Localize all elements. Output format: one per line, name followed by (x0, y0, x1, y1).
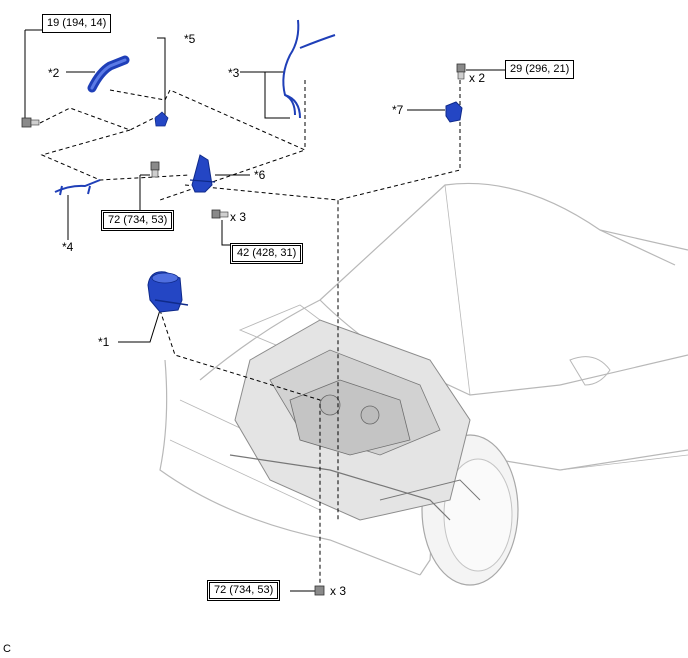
callout-1: *1 (98, 335, 110, 349)
callout-4: *4 (62, 240, 74, 254)
bolt-19 (21, 117, 40, 128)
callout-7: *7 (392, 103, 404, 117)
part-3-harness (282, 19, 336, 119)
bolt-72-bottom (314, 585, 325, 596)
figure-code: C (3, 643, 11, 655)
part-4-harness-clamp (54, 179, 101, 196)
quantity-bolt-72-bottom: x 3 (330, 584, 347, 598)
part-6-stay (189, 154, 216, 193)
torque-spec-42: 42 (428, 31) (230, 243, 304, 264)
engine-assembly (229, 319, 481, 521)
bolt-72-top (150, 161, 160, 178)
torque-spec-72-bottom: 72 (734, 53) (207, 580, 281, 601)
callout-6: *6 (254, 168, 266, 182)
callout-2: *2 (48, 66, 60, 80)
bolt-29 (456, 63, 466, 80)
part-5-clip (154, 111, 169, 127)
bolt-42 (211, 209, 229, 219)
torque-spec-19: 19 (194, 14) (42, 14, 112, 33)
quantity-bolt-42: x 3 (230, 210, 247, 224)
torque-spec-29: 29 (296, 21) (505, 60, 575, 79)
callout-3: *3 (228, 66, 240, 80)
part-7-bracket (445, 101, 463, 123)
quantity-bolt-29: x 2 (469, 71, 486, 85)
torque-spec-72-top: 72 (734, 53) (101, 210, 175, 231)
part-1-bracket-mount (147, 271, 189, 313)
leader-lines (24, 29, 505, 592)
part-2-hose (87, 55, 130, 93)
callout-5: *5 (184, 32, 196, 46)
